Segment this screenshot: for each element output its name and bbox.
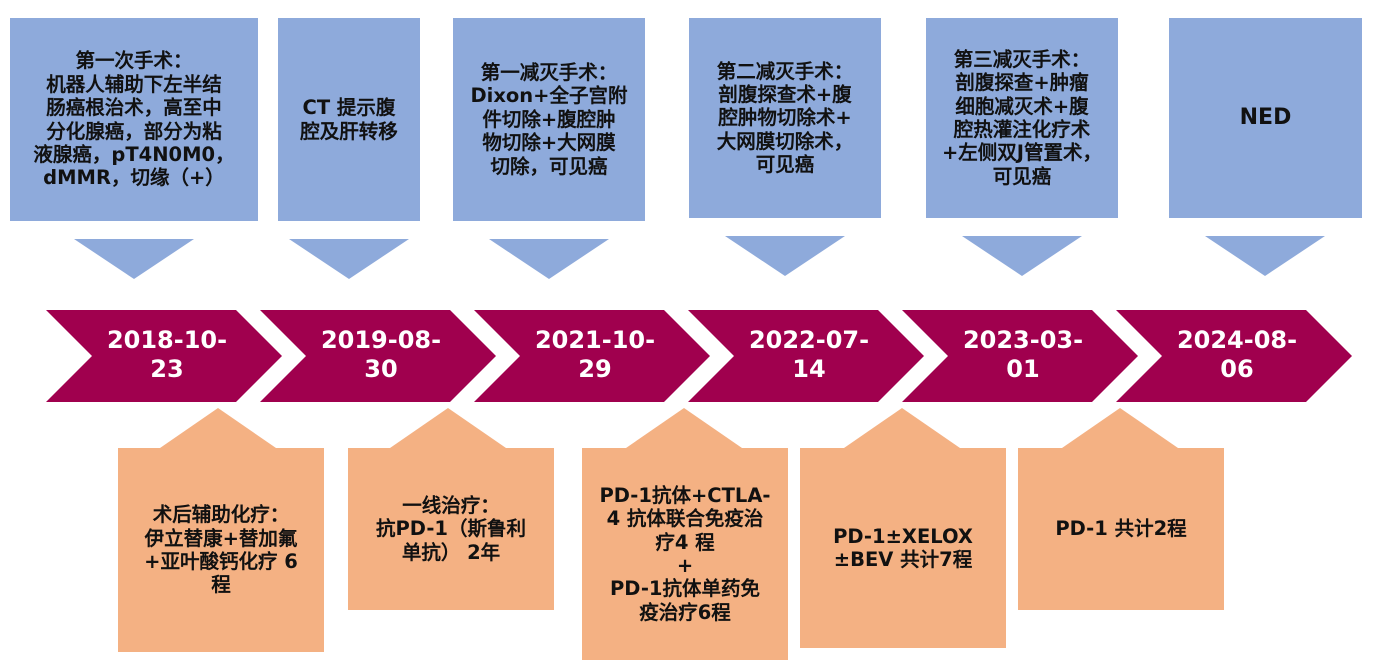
up-arrow-icon xyxy=(1062,408,1178,448)
treatment-text: 术后辅助化疗： 伊立替康+替加氟 +亚叶酸钙化疗 6 程 xyxy=(144,503,298,597)
date-label-6: 2024-08- 06 xyxy=(1176,326,1298,383)
treatment-text: PD-1抗体+CTLA- 4 抗体联合免疫治 疗4 程 + PD-1抗体单药免 … xyxy=(599,483,771,624)
chevron-segment-1 xyxy=(46,310,282,402)
chevron-segment-5 xyxy=(902,310,1138,402)
date-label-1: 2018-10- 23 xyxy=(106,326,228,383)
down-arrow-icon xyxy=(725,236,845,276)
up-arrow-icon xyxy=(844,408,960,448)
date-label-2: 2019-08- 30 xyxy=(320,326,442,383)
up-arrow-icon xyxy=(160,408,276,448)
chevron-segment-3 xyxy=(474,310,710,402)
event-text: 第一次手术： 机器人辅助下左半结 肠癌根治术，高至中 分化腺癌，部分为粘 液腺癌… xyxy=(33,49,235,190)
down-arrow-icon xyxy=(962,236,1082,276)
event-text: CT 提示腹 腔及肝转移 xyxy=(300,96,398,143)
event-text: 第三减灭手术： 剖腹探查+肿瘤 细胞减灭术+腹 腔热灌注化疗术 +左侧双J管置术… xyxy=(941,47,1103,188)
date-label-3: 2021-10- 29 xyxy=(534,326,656,383)
treatment-text: PD-1±XELOX ±BEV 共计7程 xyxy=(833,524,973,571)
chevron-segment-4 xyxy=(688,310,924,402)
down-arrow-icon xyxy=(74,239,194,279)
up-arrow-icon xyxy=(626,408,742,448)
up-arrow-icon xyxy=(390,408,506,448)
event-text: 第二减灭手术： 剖腹探查术+腹 腔肿物切除术+ 大网膜切除术， 可见癌 xyxy=(716,59,854,177)
down-arrow-icon xyxy=(489,239,609,279)
treatment-text: 一线治疗： 抗PD-1（斯鲁利 单抗） 2年 xyxy=(375,493,526,564)
chevron-segment-2 xyxy=(260,310,496,402)
chevron-segment-6 xyxy=(1116,310,1352,402)
event-text: NED xyxy=(1239,104,1292,130)
down-arrow-icon xyxy=(289,239,409,279)
event-text: 第一减灭手术： Dixon+全子宫附 件切除+腹腔肿 物切除+大网膜 切除，可见… xyxy=(470,61,628,178)
down-arrow-icon xyxy=(1205,236,1325,276)
date-label-5: 2023-03- 01 xyxy=(962,326,1084,383)
treatment-text: PD-1 共计2程 xyxy=(1055,517,1187,541)
date-label-4: 2022-07- 14 xyxy=(748,326,870,383)
